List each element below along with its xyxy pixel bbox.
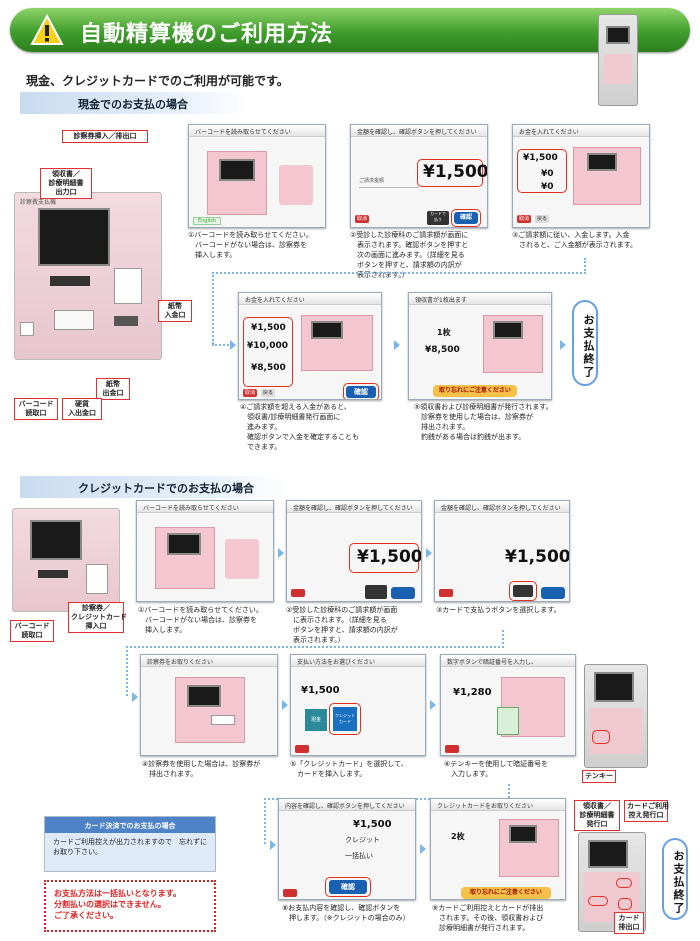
cancel-button[interactable]: 取消 [355,215,369,223]
cash-final-badge: お支払終了 [572,300,598,386]
forget-warning: 取り忘れにご注意ください [433,385,517,397]
credit-machine-image [12,508,120,612]
pay-by-card-button[interactable] [513,585,533,597]
credit-step3-caption: ③カードで支払うボタンを選択します。 [436,606,561,614]
cash-step3-caption: ③ご請求額に従い、入金します。入金 されると、ご入金額が表示されます。 [512,231,638,249]
label-ticket-card-slot: 診察券／ クレジットカード 挿入口 [68,602,127,633]
label-receipt-issue: 領収書／ 診療明細書 発行口 [574,800,620,831]
cash-step2-caption: ②受診した診療科のご請求額が画面に 表示されます。確認ボタンを押すと 次の画面に… [350,231,469,279]
pay-by-card-button[interactable]: カードで 払う [427,211,449,225]
confirm-button[interactable]: 確認 [454,212,478,224]
cash-step1-screen: バーコードを読み取らせてください English [188,124,326,228]
tenkey-kiosk-image [584,664,648,768]
credit-step2-screen: 金額を確認し、確認ボタンを押してください ¥1,500 [286,500,422,602]
forget-warning: 取り忘れにご注意ください [461,887,551,899]
cash-step4-caption: ④ご請求額を超える入金があると、 領収書/診療明細書発行画面に 進みます。 確認… [240,403,359,451]
warning-icon [30,14,64,45]
cash-step1-caption: ①バーコードを読み取らせてください。 バーコードがない場合は、診察券を 挿入しま… [188,231,313,259]
credit-step6-caption: ⑥テンキーを使用して暗証番号を 入力します。 [444,760,549,778]
confirm-button[interactable]: 確認 [346,386,376,398]
confirm-button[interactable]: 確認 [329,880,367,894]
credit-step2-caption: ②受診した診療科のご請求額が画面 に表示されます。（詳細を見る ボタンを押すと、… [286,606,398,644]
credit-step9-screen: クレジットカードをお取りください 2枚 取り忘れにご注意ください [430,798,566,900]
machine-brand: 診察費支払機 [20,199,57,206]
credit-step3-screen: 金額を確認し、確認ボタンを押してください ¥1,500 [434,500,570,602]
cash-step5-caption: ⑤領収書および診療明細書が発行されます。 診察券を使用した場合は、診察券が 排出… [414,403,553,441]
credit-step8-caption: ⑧お支払内容を確認し、確認ボタンを 押します。（※クレジットの場合のみ） [282,904,410,922]
credit-step1-caption: ①バーコードを読み取らせてください。 バーコードがない場合は、診察券を 挿入しま… [138,606,263,634]
label-receipt-slot: 領収書／ 診療明細書 出力口 [40,168,92,199]
credit-step6-screen: 数字ボタンで暗証番号を入力し、 ¥1,280 [440,654,576,756]
credit-section-title: クレジットカードでのお支払の場合 [20,476,288,498]
subtitle: 現金、クレジットカードでのご利用が可能です。 [26,74,289,88]
label-credit-barcode: バーコード 読取口 [10,620,54,642]
english-button[interactable]: English [193,217,221,225]
credit-step9-caption: ⑨カードご利用控えとカードが排出 されます。その後、領収書および 診療明細書が発… [432,904,544,932]
label-barcode-reader: バーコード 読取口 [14,398,58,420]
cash-option-button[interactable]: 現金 [305,709,327,731]
credit-step8-screen: 内容を確認し、確認ボタンを押してください ¥1,500 クレジット 一括払い 確… [278,798,416,900]
cancel-button[interactable]: 取消 [243,389,257,397]
back-button[interactable]: 戻る [535,215,549,223]
label-ticket-slot: 診察券挿入／排出口 [62,130,148,143]
label-bill-in: 紙幣 入金口 [158,300,192,322]
credit-step5-screen: 支払い方法をお選びください ¥1,500 現金 クレジット カード [290,654,426,756]
installment-warning: お支払方法は一括払いとなります。 分割払いの選択はできません。 ご了承ください。 [44,880,216,932]
cash-machine-image: 診察費支払機 [14,192,162,360]
cash-step5-screen: 領収書が1枚出ます 1枚 ¥8,500 取り忘れにご注意ください [408,292,552,400]
card-note-body: カードご利用控えが出力されますので 忘れずに お取り下さい。 [53,838,207,856]
label-bill-out: 紙幣 出金口 [96,378,130,400]
header-kiosk-image [598,14,638,106]
final-kiosk-image [578,832,646,932]
credit-step4-screen: 診察券をお取りください [140,654,278,756]
cash-step4-screen: お金を入れてください ¥1,500 ¥10,000 ¥8,500 取消 戻る 確… [238,292,382,400]
cancel-button[interactable]: 取消 [517,215,531,223]
label-coin-slot: 硬貨 入出金口 [62,398,102,420]
card-note-box: カード決済でのお支払の場合 カードご利用控えが出力されますので 忘れずに お取り… [44,816,216,872]
cash-step2-amount: ¥1,500 [423,162,488,182]
credit-final-badge: お支払終了 [662,838,688,920]
label-tenkey: テンキー [582,770,616,783]
back-button[interactable]: 戻る [261,389,275,397]
label-card-slip: カードご利用 控え発行口 [624,800,669,822]
cash-section-title: 現金でのお支払の場合 [20,92,248,114]
cash-step2-screen: 金額を確認し、確認ボタンを押してください ご請求金額 ¥1,500 取消 カード… [350,124,488,228]
label-card-out: カード 排出口 [614,912,644,934]
credit-card-option-button[interactable]: クレジット カード [333,707,357,731]
cash-step3-screen: お金を入れてください ¥1,500 ¥0 ¥0 取消 戻る [512,124,650,228]
page-title: 自動精算機のご利用方法 [80,22,334,47]
credit-step5-caption: ⑤「クレジットカード」を選択して、 カードを挿入します。 [290,760,408,778]
credit-step1-screen: バーコードを読み取らせてください [136,500,274,602]
credit-step4-caption: ④診察券を使用した場合は、診察券が 排出されます。 [142,760,261,778]
title-banner: 自動精算機のご利用方法 [10,8,690,52]
